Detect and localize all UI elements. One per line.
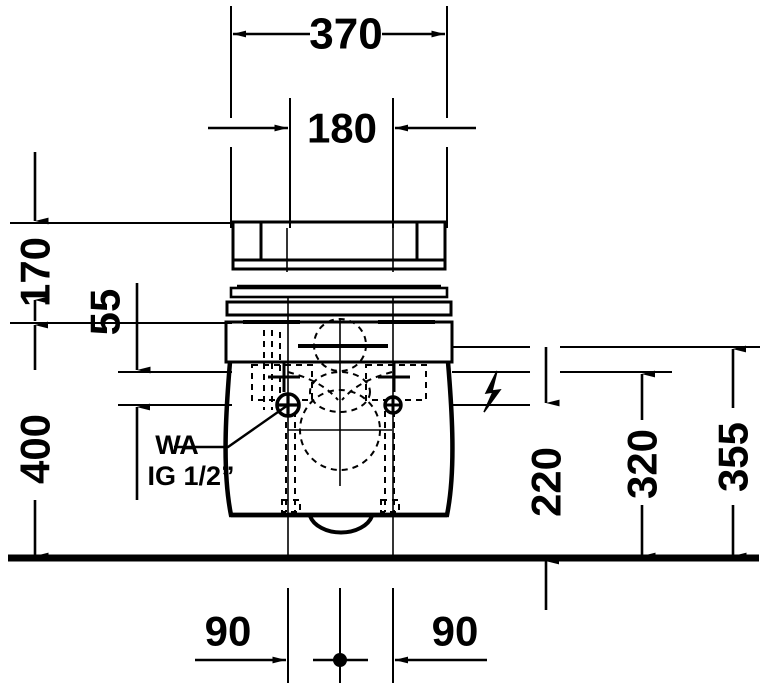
- fixing-cross-marks: [268, 362, 410, 392]
- dimension-55: 55: [82, 283, 151, 374]
- dimension-355: 355: [710, 345, 757, 560]
- water-connection-points: [275, 392, 403, 418]
- bowl-outlet-arc: [308, 515, 374, 535]
- bottom-extension-lines: [287, 588, 394, 683]
- top-extension-lines: [230, 6, 448, 228]
- dim-label-90-right: 90: [432, 608, 479, 655]
- seat-ring-band: [225, 300, 453, 317]
- dimension-180: 180: [208, 105, 476, 152]
- wa-label-line1: WA: [155, 430, 199, 460]
- lightning-bolt-icon: [483, 370, 502, 413]
- dimension-90-right: 90: [394, 608, 487, 664]
- dim-label-180: 180: [307, 105, 377, 152]
- cistern-top-block: [231, 220, 447, 271]
- dim-label-220: 220: [523, 447, 570, 517]
- dim-label-370: 370: [309, 10, 382, 59]
- seat-lid-slab: [229, 286, 449, 299]
- wa-label-line2: IG 1/2”: [147, 461, 234, 491]
- dimension-320: 320: [619, 370, 666, 560]
- dim-label-170: 170: [12, 237, 59, 307]
- dim-label-55: 55: [82, 289, 129, 336]
- dimension-220: 220: [523, 347, 570, 517]
- centre-mark: [313, 653, 368, 667]
- dim-label-90-left: 90: [205, 608, 252, 655]
- dimension-400: 400: [12, 321, 150, 560]
- wa-leader-line: [174, 404, 289, 449]
- dimension-370: 370: [232, 10, 445, 59]
- dimension-90-left: 90: [195, 608, 286, 664]
- dimension-170: 170: [12, 152, 59, 321]
- dim-label-400: 400: [12, 414, 59, 484]
- toilet-body: [223, 220, 455, 535]
- dim-label-320: 320: [619, 429, 666, 499]
- bowl-rim-block: [224, 320, 454, 364]
- dim-label-355: 355: [710, 422, 757, 492]
- water-connection-annotation: WA IG 1/2”: [147, 404, 289, 491]
